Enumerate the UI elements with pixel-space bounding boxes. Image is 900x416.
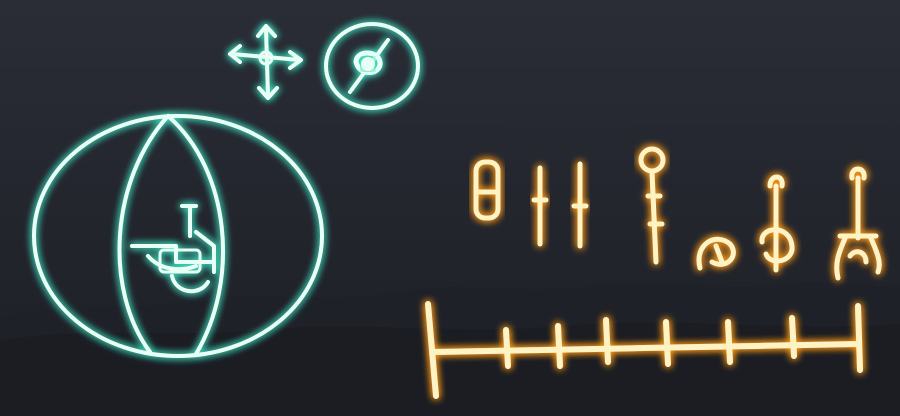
glyph-zero (473, 159, 501, 221)
ruler-tick (663, 319, 671, 367)
target-icon[interactable] (324, 22, 420, 110)
move-icon[interactable] (228, 24, 303, 100)
glyph-branch (834, 166, 882, 281)
glyph-bar-2 (571, 161, 589, 249)
glyph-curl-1 (696, 236, 736, 271)
ruler-tick (789, 315, 797, 359)
ruler (425, 301, 863, 399)
globe-icon[interactable] (32, 114, 324, 358)
ruler-tick (503, 327, 511, 369)
ruler-tick (725, 319, 733, 365)
glyph-bar-1 (531, 165, 549, 247)
glyph-curl-2 (759, 174, 795, 273)
glyph-loop-stem (638, 146, 666, 265)
ruler-tick (603, 317, 611, 365)
ruler-tick (555, 323, 563, 369)
